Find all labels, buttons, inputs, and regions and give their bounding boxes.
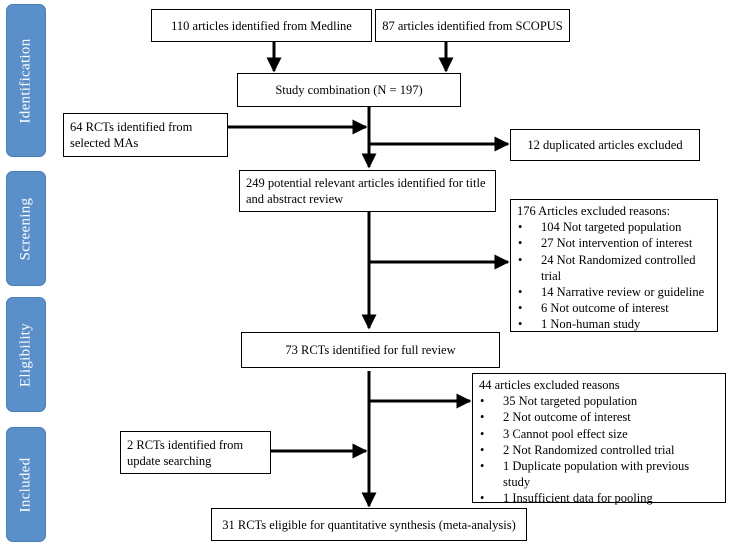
box-scopus: 87 articles identified from SCOPUS: [375, 9, 570, 42]
exclusion2-item: 1 Insufficient data for pooling: [479, 490, 719, 506]
exclusion2-heading: 44 articles excluded reasons: [479, 378, 620, 392]
exclusion2-item: 1 Duplicate population with previous stu…: [479, 458, 719, 490]
box-eligible-synthesis: 31 RCTs eligible for quantitative synthe…: [211, 508, 527, 541]
box-eligible-synthesis-text: 31 RCTs eligible for quantitative synthe…: [222, 517, 516, 532]
box-potential-relevant-text: 249 potential relevant articles identifi…: [246, 176, 486, 206]
stage-screening: Screening: [6, 171, 46, 286]
box-duplicated-excluded-text: 12 duplicated articles excluded: [527, 138, 683, 152]
box-medline: 110 articles identified from Medline: [151, 9, 372, 42]
box-scopus-text: 87 articles identified from SCOPUS: [382, 18, 563, 33]
exclusion1-item: 104 Not targeted population: [517, 219, 711, 235]
box-potential-relevant: 249 potential relevant articles identifi…: [239, 170, 496, 212]
box-update-searching-text: 2 RCTs identified from update searching: [127, 437, 244, 468]
exclusion1-item: 1 Non-human study: [517, 316, 711, 332]
exclusion1-item: 14 Narrative review or guideline: [517, 284, 711, 300]
box-rcts-from-mas: 64 RCTs identified from selected MAs: [63, 113, 228, 157]
box-duplicated-excluded: 12 duplicated articles excluded: [510, 129, 700, 161]
box-update-searching: 2 RCTs identified from update searching: [120, 431, 271, 474]
box-rcts-from-mas-text: 64 RCTs identified from selected MAs: [70, 120, 193, 150]
box-combination: Study combination (N = 197): [237, 73, 461, 107]
exclusion1-item: 24 Not Randomized controlled trial: [517, 252, 711, 284]
box-exclusion-title-abstract: 176 Articles excluded reasons: 104 Not t…: [510, 199, 718, 333]
box-full-review: 73 RCTs identified for full review: [241, 332, 500, 368]
box-medline-text: 110 articles identified from Medline: [171, 18, 352, 33]
exclusion2-item: 3 Cannot pool effect size: [479, 426, 719, 442]
box-full-review-text: 73 RCTs identified for full review: [285, 343, 456, 357]
exclusion2-item: 35 Not targeted population: [479, 393, 719, 409]
exclusion2-item: 2 Not Randomized controlled trial: [479, 442, 719, 458]
exclusion2-item: 2 Not outcome of interest: [479, 409, 719, 425]
exclusion1-item: 6 Not outcome of interest: [517, 300, 711, 316]
box-exclusion-full-review: 44 articles excluded reasons 35 Not targ…: [472, 373, 726, 507]
box-combination-text: Study combination (N = 197): [275, 83, 423, 97]
stage-identification: Identification: [6, 4, 46, 157]
stage-eligibility: Eligibility: [6, 297, 46, 412]
stage-included: Included: [6, 427, 46, 542]
exclusion1-heading: 176 Articles excluded reasons:: [517, 204, 671, 218]
exclusion1-item: 27 Not intervention of interest: [517, 235, 711, 251]
